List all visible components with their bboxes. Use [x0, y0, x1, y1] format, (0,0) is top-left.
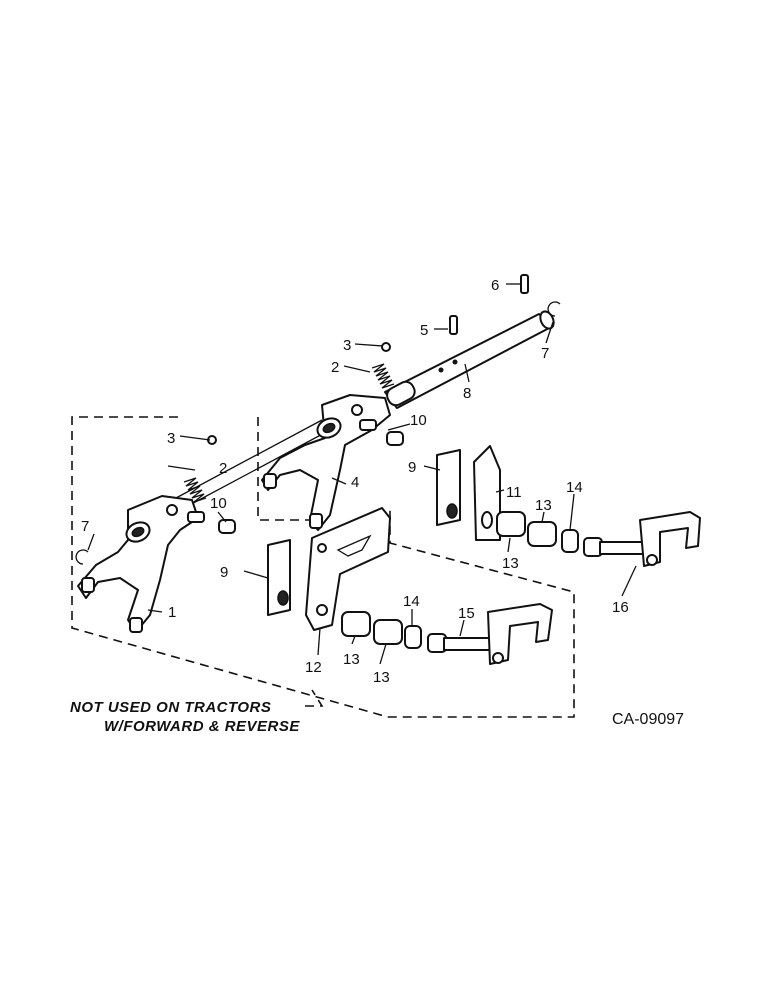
callout-3-upper: 3	[343, 337, 351, 354]
lower-bearing-stack	[341, 611, 422, 649]
callout-12: 12	[305, 659, 322, 676]
callout-13-c: 13	[343, 651, 360, 668]
callout-16: 16	[612, 599, 629, 616]
callout-labels: 6 5 3 2 3 2 8 7 7 4 1 10 10 9 9 11 12 13…	[81, 277, 629, 686]
callout-13-a: 13	[502, 555, 519, 572]
callout-2-lower: 2	[219, 460, 227, 477]
drawing-code: CA-09097	[612, 711, 684, 728]
guide-plate-part-12	[305, 507, 391, 631]
group-note: NOT USED ON TRACTORS W/FORWARD & REVERSE	[70, 699, 300, 735]
not-used-group-outline	[71, 416, 575, 718]
plate-part-11	[473, 445, 501, 541]
callout-3-lower: 3	[167, 430, 175, 447]
callout-2-upper: 2	[331, 359, 339, 376]
selector-lever-part-15	[427, 603, 553, 665]
callout-7-upper: 7	[541, 345, 549, 362]
callout-7-lower: 7	[81, 518, 89, 535]
note-line-1: NOT USED ON TRACTORS	[70, 699, 271, 716]
callout-13-d: 13	[373, 669, 390, 686]
spring-ball-upper	[371, 342, 395, 389]
callout-9-upper: 9	[408, 459, 416, 476]
callout-14-upper: 14	[566, 479, 583, 496]
callout-11: 11	[506, 484, 522, 501]
upper-bearing-stack	[496, 511, 579, 553]
callout-5: 5	[420, 322, 428, 339]
callout-15: 15	[458, 605, 475, 622]
callout-13-b: 13	[535, 497, 552, 514]
callout-8: 8	[463, 385, 471, 402]
shift-rail-part-8	[384, 310, 555, 409]
callout-9-lower: 9	[220, 564, 228, 581]
roll-pins	[449, 274, 529, 335]
shift-fork-part-4	[261, 394, 391, 531]
leader-lines	[87, 283, 637, 665]
callout-4: 4	[351, 474, 359, 491]
selector-lever-part-16	[583, 511, 701, 567]
callout-14-lower: 14	[403, 593, 420, 610]
arms-part-9	[267, 449, 461, 616]
cross-rod	[175, 419, 331, 509]
bushings-part-10	[218, 431, 404, 534]
snap-rings	[75, 301, 561, 565]
callout-10-lower: 10	[210, 495, 227, 512]
note-line-2: W/FORWARD & REVERSE	[104, 718, 300, 735]
callout-10-upper: 10	[410, 412, 427, 429]
callout-6: 6	[491, 277, 499, 294]
shift-fork-part-1	[77, 495, 205, 633]
callout-1: 1	[168, 604, 176, 621]
